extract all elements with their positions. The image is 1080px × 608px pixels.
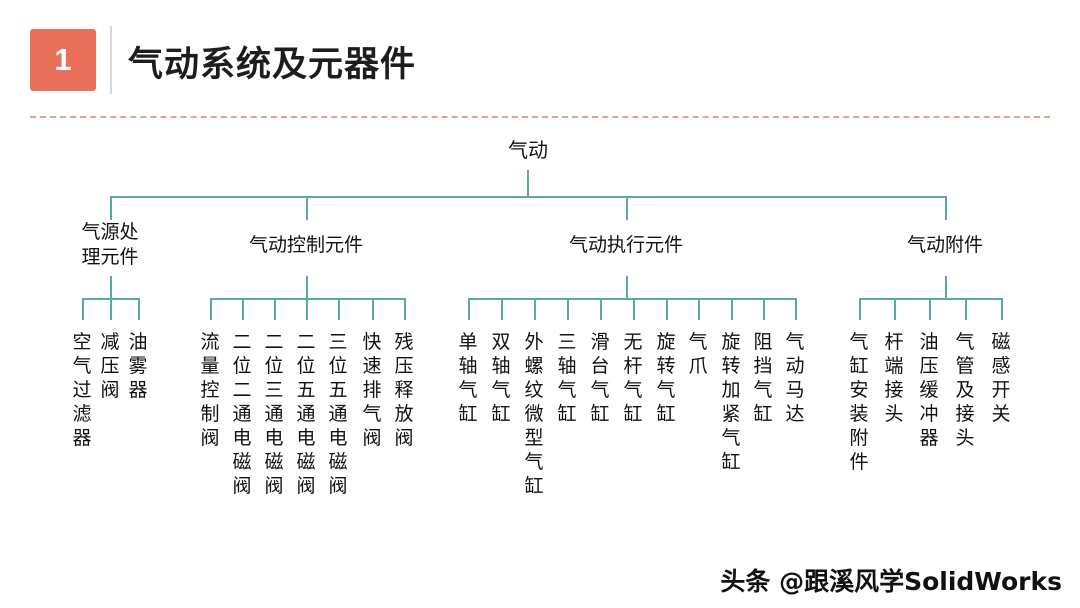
leaf-dual-shaft-cylinder: 双轴气缸 xyxy=(491,331,511,425)
dashed-divider xyxy=(30,116,1050,118)
page-title: 气动系统及元器件 xyxy=(128,45,417,85)
branch3-leaf7-drop xyxy=(666,298,668,320)
branch2-drop-line xyxy=(306,196,308,220)
branch1-leaf2-drop xyxy=(110,298,112,320)
leaf-3pos-5way-solenoid-valve: 三位五通电磁阀 xyxy=(328,331,348,497)
branch2-leaf4-drop xyxy=(306,298,308,320)
branch2-leaf3-drop xyxy=(274,298,276,320)
branch3-leaf3-drop xyxy=(534,298,536,320)
leaf-single-shaft-cylinder: 单轴气缸 xyxy=(458,331,478,425)
leaf-external-thread-mini-cylinder: 外螺纹微型气缸 xyxy=(524,331,544,497)
branch3-leaf11-drop xyxy=(795,298,797,320)
branch3-leaf6-drop xyxy=(633,298,635,320)
leaf-slide-table-cylinder: 滑台气缸 xyxy=(590,331,610,425)
leaf-hydraulic-shock-absorber: 油压缓冲器 xyxy=(919,331,939,449)
branch3-leaf8-drop xyxy=(698,298,700,320)
root-stem-line xyxy=(527,170,529,196)
leaf-cylinder-mounting-accessories: 气缸安装附件 xyxy=(849,331,869,473)
leaf-rotary-cylinder: 旋转气缸 xyxy=(656,331,676,425)
branch-label-4: 气动附件 xyxy=(906,234,983,256)
leaf-lubricator: 油雾器 xyxy=(128,331,148,401)
branch1-drop-line xyxy=(110,196,112,220)
section-number-badge: 1 xyxy=(30,29,96,91)
branch4-leaf5-drop xyxy=(1001,298,1003,320)
branch4-leaf4-drop xyxy=(965,298,967,320)
branch-label-1: 气源处 理元件 xyxy=(81,221,139,268)
leaf-triple-shaft-cylinder: 三轴气缸 xyxy=(557,331,577,425)
branch4-leaf2-drop xyxy=(894,298,896,320)
branch3-sub-stem xyxy=(626,276,628,298)
leaf-air-tubing-and-fittings: 气管及接头 xyxy=(955,331,975,449)
leaf-residual-pressure-relief-valve: 残压释放阀 xyxy=(394,331,414,449)
branch2-leaf6-drop xyxy=(372,298,374,320)
leaf-magnetic-switch: 磁感开关 xyxy=(991,331,1011,425)
slide-header: 1 气动系统及元器件 xyxy=(0,0,1080,118)
branch1-sub-stem xyxy=(110,276,112,298)
branch2-leaf2-drop xyxy=(242,298,244,320)
title-divider xyxy=(110,26,112,94)
branch3-leaf9-drop xyxy=(731,298,733,320)
branch3-leaf2-drop xyxy=(501,298,503,320)
branch4-leaf3-drop xyxy=(929,298,931,320)
branch4-drop-line xyxy=(945,196,947,220)
leaf-rotary-clamp-cylinder: 旋转加紧气缸 xyxy=(721,331,741,473)
leaf-rod-end-joint: 杆端接头 xyxy=(884,331,904,425)
branch3-leaf4-drop xyxy=(567,298,569,320)
branch2-leaf1-drop xyxy=(210,298,212,320)
leaf-rodless-cylinder: 无杆气缸 xyxy=(623,331,643,425)
branch3-leaf5-drop xyxy=(600,298,602,320)
leaf-air-motor: 气动马达 xyxy=(785,331,805,425)
branch3-leaf10-drop xyxy=(763,298,765,320)
leaf-air-filter: 空气过滤器 xyxy=(72,331,92,449)
branch-label-2: 气动控制元件 xyxy=(248,234,363,256)
leaf-pressure-reducing-valve: 减压阀 xyxy=(100,331,120,401)
branch-label-3: 气动执行元件 xyxy=(568,234,683,256)
leaf-2pos-3way-solenoid-valve: 二位三通电磁阀 xyxy=(264,331,284,497)
level1-horizontal-line xyxy=(110,196,945,198)
branch1-leaf3-drop xyxy=(138,298,140,320)
branch4-sub-stem xyxy=(945,276,947,298)
tree-diagram: 气动 气源处 理元件 气动控制元件 气动执行元件 气动附件 xyxy=(0,118,1080,548)
leaf-2pos-5way-solenoid-valve: 二位五通电磁阀 xyxy=(296,331,316,497)
watermark-text: 头条 @跟溪风学SolidWorks xyxy=(720,567,1062,596)
leaf-flow-control-valve: 流量控制阀 xyxy=(200,331,220,449)
branch2-sub-stem xyxy=(306,276,308,298)
branch3-sub-bar xyxy=(468,298,795,300)
tree-root-label: 气动 xyxy=(508,138,548,162)
branch4-leaf1-drop xyxy=(859,298,861,320)
branch2-leaf7-drop xyxy=(404,298,406,320)
branch1-leaf1-drop xyxy=(82,298,84,320)
leaf-air-gripper: 气爪 xyxy=(688,331,708,377)
leaf-2pos-2way-solenoid-valve: 二位二通电磁阀 xyxy=(232,331,252,497)
leaf-quick-exhaust-valve: 快速排气阀 xyxy=(362,331,382,449)
branch3-drop-line xyxy=(626,196,628,220)
branch2-leaf5-drop xyxy=(338,298,340,320)
leaf-stopper-cylinder: 阻挡气缸 xyxy=(753,331,773,425)
branch3-leaf1-drop xyxy=(468,298,470,320)
